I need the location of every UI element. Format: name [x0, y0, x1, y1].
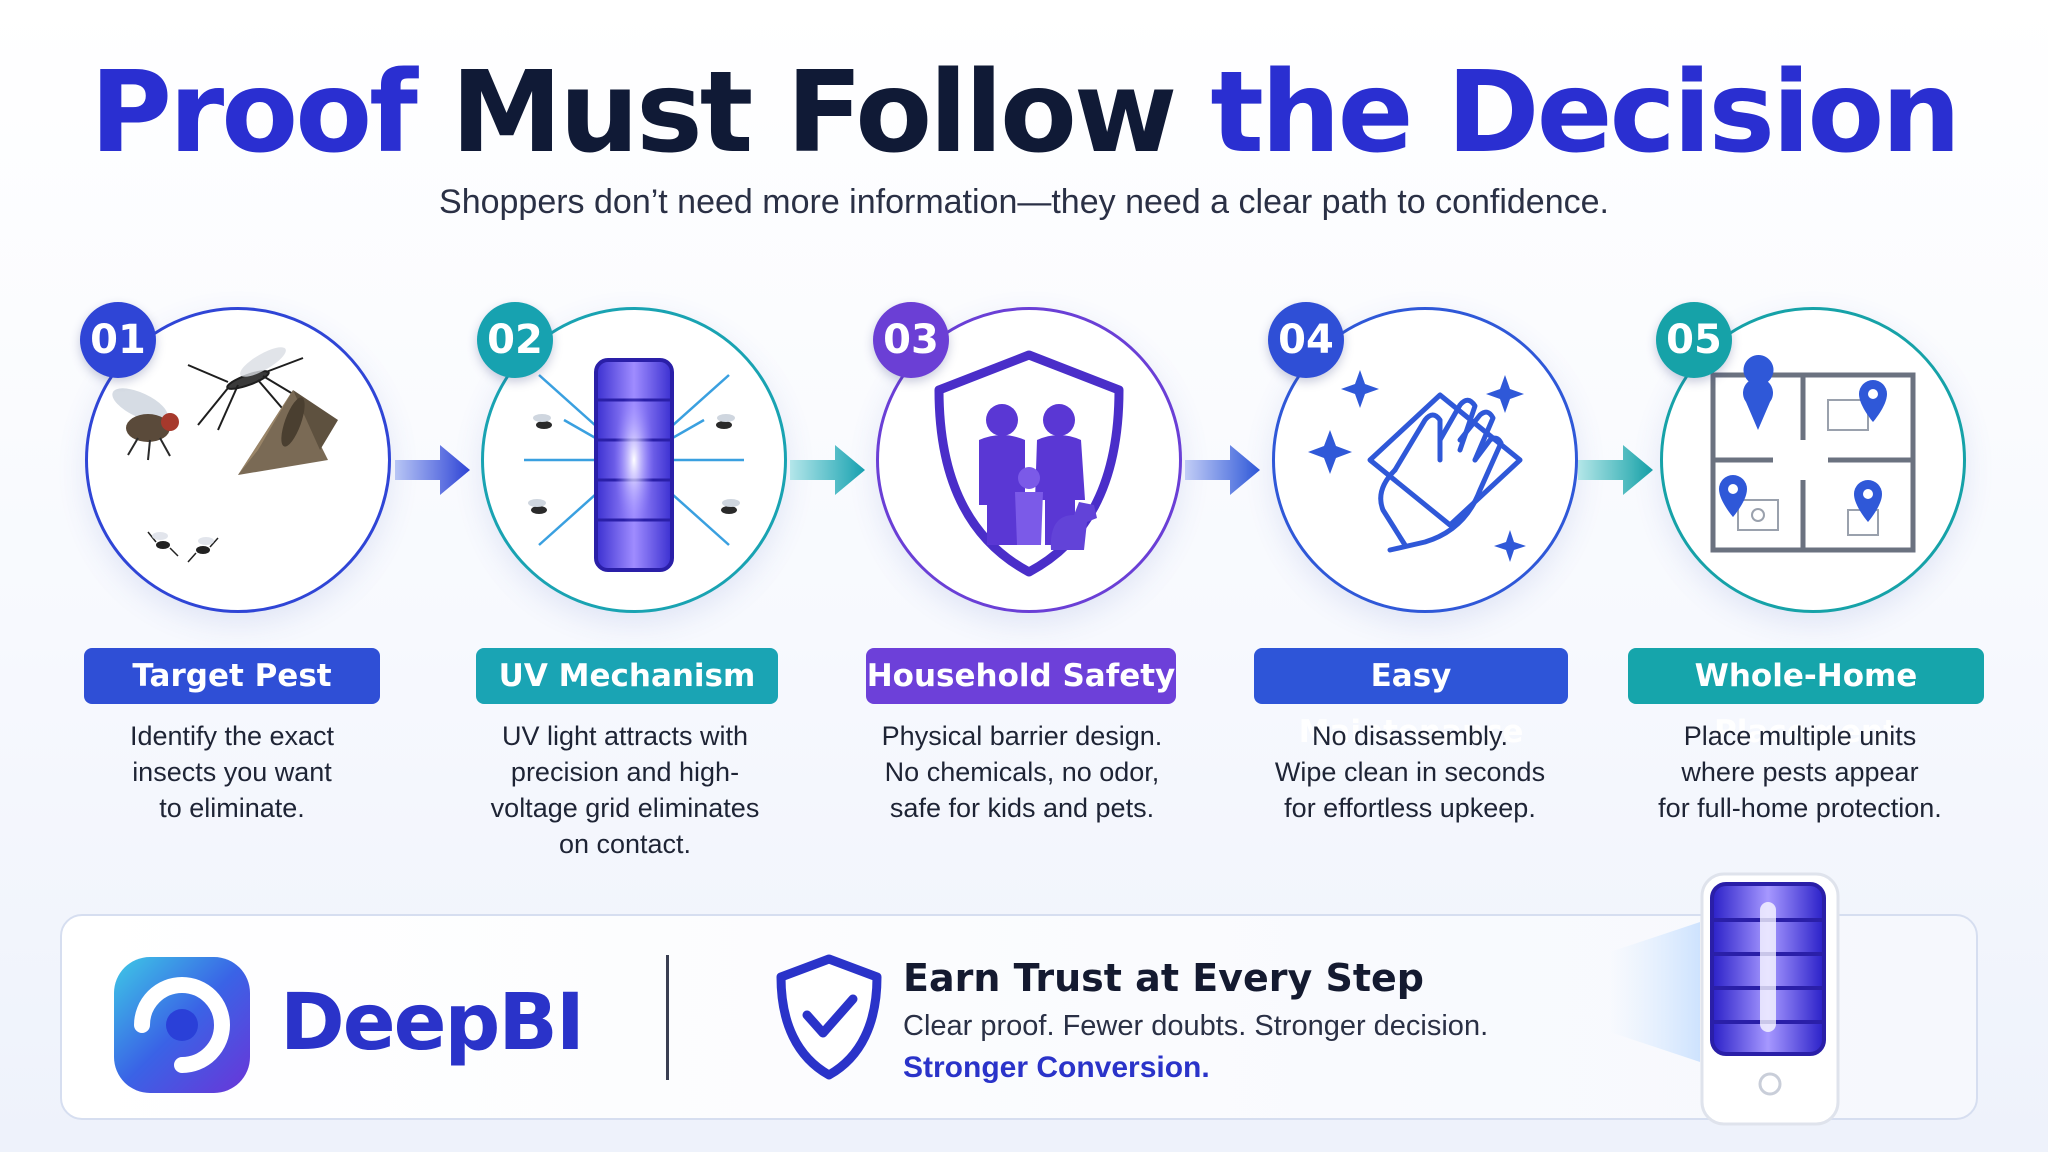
step-1-description: Identify the exact insects you want to e… — [62, 718, 402, 826]
arrow-right-icon — [1185, 445, 1260, 495]
arrow-right-icon — [395, 445, 470, 495]
step-1-label: Target Pest — [84, 648, 380, 704]
uv-lamp-icon — [524, 358, 744, 572]
step-3-badge: 03 — [873, 302, 949, 378]
step-5-desc-line: where pests appear — [1681, 757, 1919, 787]
arrow-right-icon — [790, 445, 865, 495]
step-2-desc-line: precision and high- — [510, 757, 740, 787]
shield-check-icon — [776, 954, 882, 1080]
step-4-desc-line: No disassembly. — [1311, 721, 1509, 751]
step-1-desc-line: to eliminate. — [159, 793, 305, 823]
page-subtitle: Shoppers don’t need more information—the… — [439, 183, 1609, 221]
step-1-circle — [85, 307, 391, 613]
step-2-desc-line: on contact. — [558, 829, 692, 859]
step-4-desc-line: Wipe clean in seconds — [1274, 757, 1546, 787]
step-2-badge: 02 — [477, 302, 553, 378]
footer-divider — [666, 955, 669, 1080]
step-2-label: UV Mechanism — [476, 648, 778, 704]
step-1-desc-line: Identify the exact — [129, 721, 335, 751]
trust-line: Clear proof. Fewer doubts. Stronger deci… — [903, 1010, 1489, 1042]
step-5-desc-line: for full-home protection. — [1658, 793, 1942, 823]
arrow-right-icon — [1578, 445, 1653, 495]
step-4-label: Easy Maintenance — [1254, 648, 1568, 750]
brand-name: DeepBI — [280, 978, 585, 1068]
trust-accent: Stronger Conversion. — [903, 1051, 1210, 1084]
step-2-desc-line: voltage grid eliminates — [490, 793, 760, 823]
page-title: Proof Must Follow the Decision — [0, 48, 2048, 178]
step-5-description: Place multiple units where pests appear … — [1630, 718, 1970, 826]
step-2-description: UV light attracts with precision and hig… — [455, 718, 795, 862]
step-2-desc-line: UV light attracts with — [501, 721, 749, 751]
step-3-desc-line: No chemicals, no odor, — [884, 757, 1160, 787]
step-3-label: Household Safety — [866, 648, 1176, 704]
step-5-desc-line: Place multiple units — [1683, 721, 1917, 751]
bug-zapper-device-image — [1610, 872, 1840, 1126]
title-part-1: Proof — [89, 48, 418, 178]
step-3-desc-line: Physical barrier design. — [881, 721, 1163, 751]
title-part-3: the Decision — [1210, 48, 1961, 178]
step-3-desc-line: safe for kids and pets. — [889, 793, 1155, 823]
step-4-desc-line: for effortless upkeep. — [1284, 793, 1536, 823]
step-1-desc-line: insects you want — [132, 757, 332, 787]
step-4-badge: 04 — [1268, 302, 1344, 378]
step-5-label: Whole-Home Placement — [1628, 648, 1984, 750]
step-5-badge: 05 — [1656, 302, 1732, 378]
step-1-badge: 01 — [80, 302, 156, 378]
floor-plan-icon — [1710, 355, 1916, 553]
deepbi-logo-icon — [114, 957, 250, 1093]
family-shield-icon — [934, 350, 1124, 577]
trust-title: Earn Trust at Every Step — [903, 956, 1424, 1000]
wipe-hand-icon — [1308, 370, 1526, 562]
step-2-circle — [481, 307, 787, 613]
title-part-2: Must Follow — [450, 48, 1177, 178]
insects-icon — [112, 347, 338, 563]
step-4-description: No disassembly. Wipe clean in seconds fo… — [1240, 718, 1580, 826]
step-3-description: Physical barrier design. No chemicals, n… — [852, 718, 1192, 826]
